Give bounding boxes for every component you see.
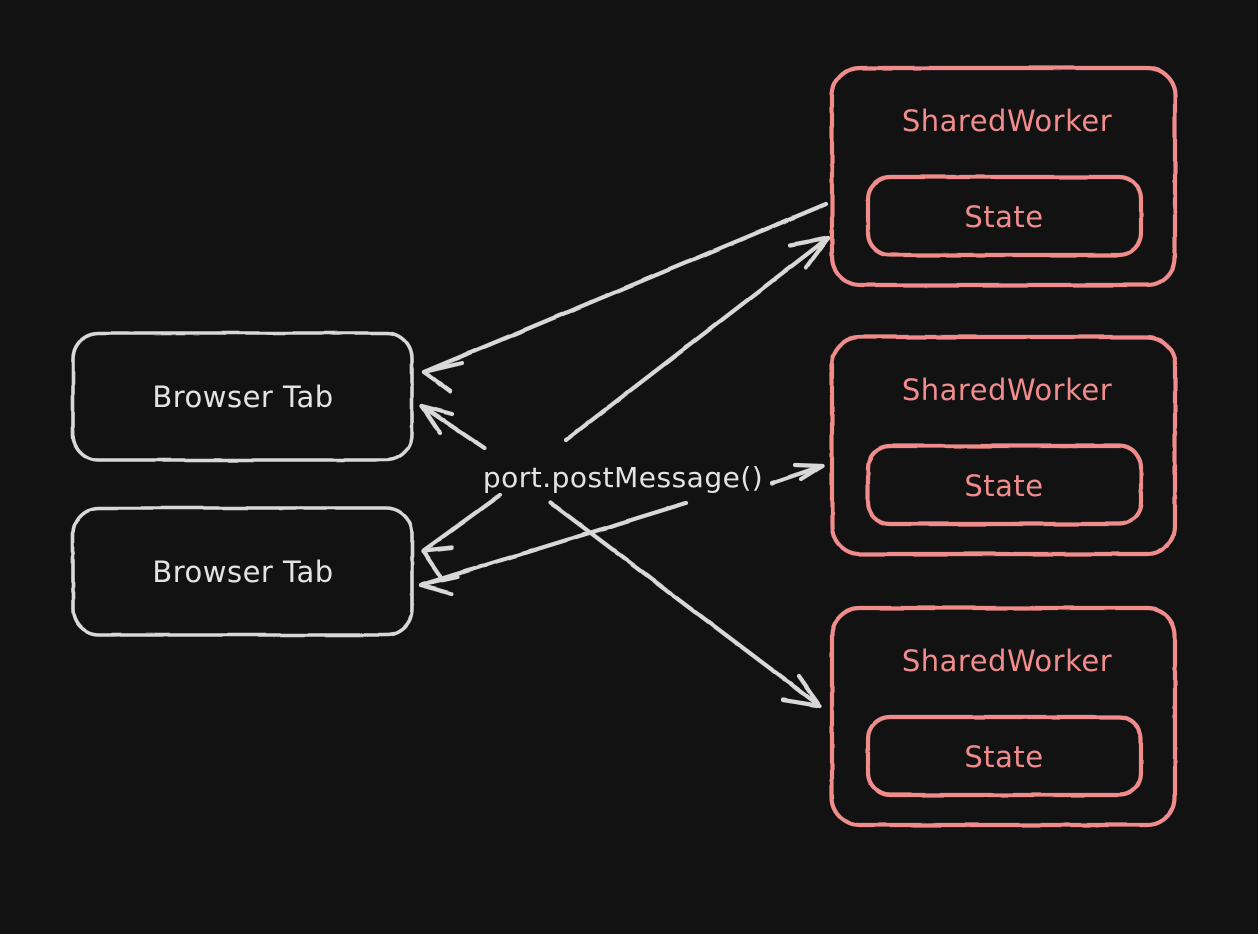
arrow-label-to-worker2 (769, 462, 825, 486)
arrow-worker1-to-tab1 (421, 201, 829, 394)
state-3-box[interactable] (865, 714, 1144, 798)
arrow-worker3-to-tab2 (418, 500, 689, 597)
arrow-label-to-worker3 (548, 500, 823, 709)
arrow-label-to-tab2 (420, 492, 503, 579)
shared-worker-2-box[interactable] (829, 334, 1178, 557)
shared-worker-2-label: SharedWorker (902, 373, 1112, 407)
state-2-box[interactable] (865, 443, 1144, 527)
shared-worker-1-label: SharedWorker (902, 104, 1112, 138)
state-1-box[interactable] (865, 174, 1144, 258)
arrow-label-to-worker1 (563, 235, 831, 443)
state-2-label: State (964, 469, 1043, 503)
browser-tab-2-label: Browser Tab (152, 555, 333, 589)
arrow-label-to-tab1 (419, 403, 487, 451)
state-3-label: State (964, 740, 1043, 774)
state-1-label: State (964, 200, 1043, 234)
shared-worker-1-box[interactable] (829, 65, 1178, 288)
shared-worker-3-label: SharedWorker (902, 644, 1112, 678)
browser-tab-1-label: Browser Tab (152, 380, 333, 414)
port-post-message-label: port.postMessage() (483, 461, 763, 494)
browser-tab-2-box[interactable] (71, 506, 414, 637)
shared-worker-3-box[interactable] (829, 605, 1178, 828)
browser-tab-1-box[interactable] (71, 331, 414, 462)
